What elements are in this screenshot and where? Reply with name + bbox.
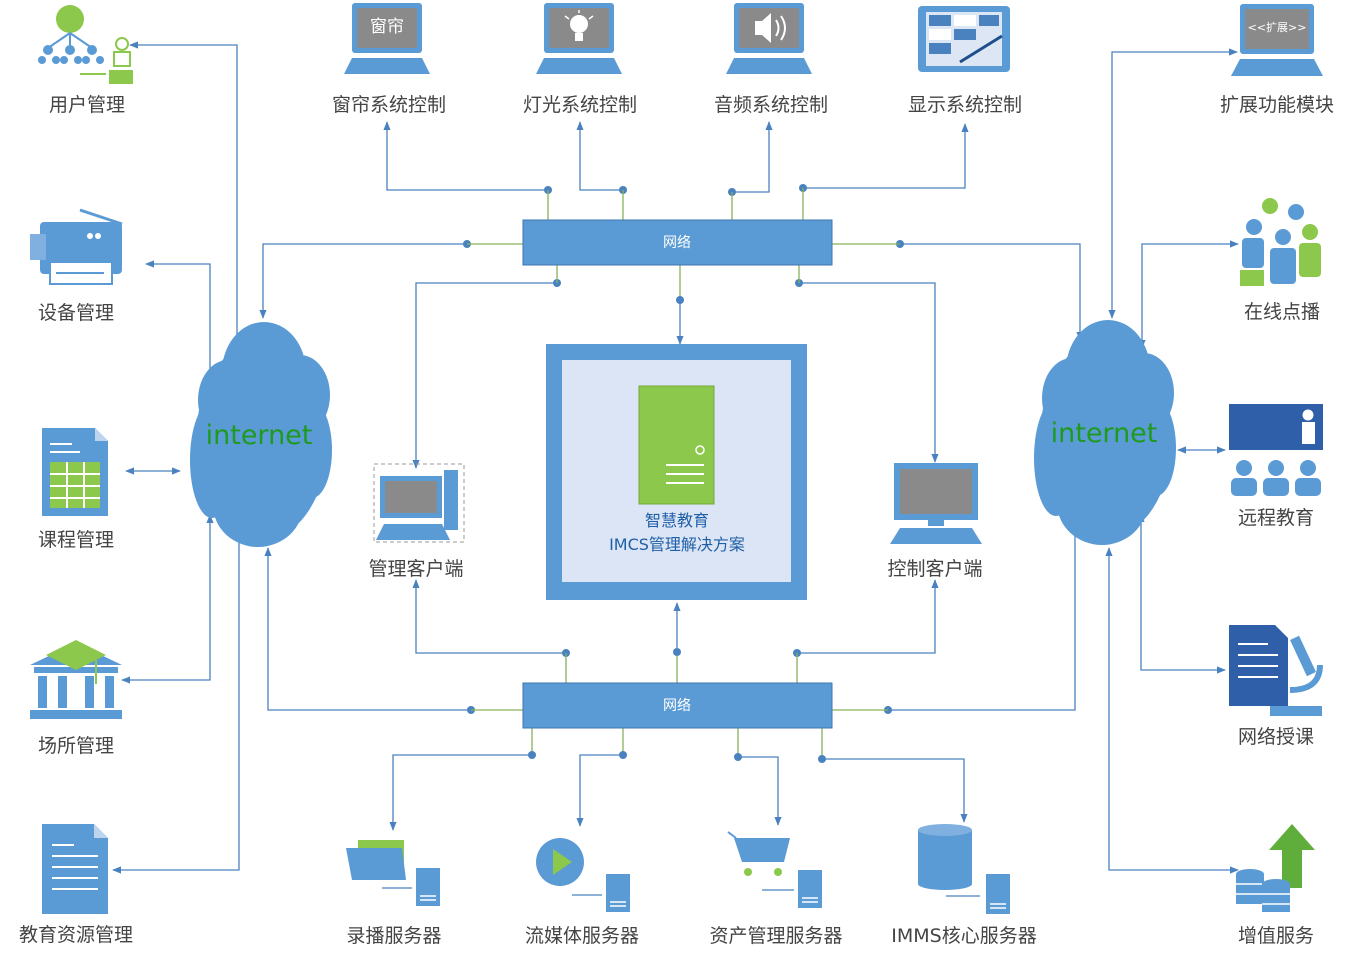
server-media: 流媒体服务器 bbox=[525, 838, 639, 947]
folder-server-icon bbox=[346, 840, 440, 906]
module-curtain: 窗帘 窗帘系统控制 bbox=[332, 3, 446, 116]
light-laptop-icon bbox=[536, 3, 622, 74]
module-label: 增值服务 bbox=[1238, 925, 1314, 947]
classroom-icon bbox=[1229, 404, 1323, 496]
module-label: 用户管理 bbox=[49, 94, 125, 116]
microscope-icon bbox=[1229, 625, 1323, 716]
server-label: IMMS核心服务器 bbox=[891, 925, 1036, 947]
module-label: 远程教育 bbox=[1238, 507, 1314, 529]
module-label: 网络授课 bbox=[1238, 726, 1314, 748]
module-online: 网络授课 bbox=[1229, 625, 1323, 748]
cloud-left-label: internet bbox=[206, 420, 313, 451]
institution-icon bbox=[30, 640, 122, 719]
people-group-icon bbox=[1240, 198, 1321, 286]
server-recording: 录播服务器 bbox=[346, 840, 442, 947]
expand-icon-text: <<扩展>> bbox=[1248, 20, 1307, 34]
fax-icon bbox=[30, 208, 123, 285]
core-title: 智慧教育 bbox=[645, 511, 709, 530]
module-label: 显示系统控制 bbox=[908, 94, 1022, 116]
server-asset: 资产管理服务器 bbox=[709, 831, 843, 947]
server-tower-icon bbox=[638, 385, 715, 505]
module-vod: 在线点播 bbox=[1240, 198, 1321, 323]
core-subtitle: IMCS管理解决方案 bbox=[609, 535, 745, 554]
speaker-laptop-icon bbox=[726, 3, 812, 74]
cloud-right: internet bbox=[1034, 320, 1176, 545]
module-label: 窗帘系统控制 bbox=[332, 94, 446, 116]
value-arrow-icon bbox=[1236, 824, 1315, 912]
module-label: 教育资源管理 bbox=[19, 924, 133, 946]
client-control: 控制客户端 bbox=[887, 463, 983, 580]
server-label: 资产管理服务器 bbox=[709, 925, 842, 947]
cloud-icon bbox=[1034, 320, 1176, 545]
display-tablet-icon bbox=[918, 6, 1010, 72]
module-display: 显示系统控制 bbox=[908, 6, 1022, 116]
module-remote: 远程教育 bbox=[1229, 404, 1323, 529]
module-course: 课程管理 bbox=[38, 428, 114, 551]
cloud-icon bbox=[190, 322, 332, 547]
control-computer-icon bbox=[890, 463, 982, 544]
module-label: 场所管理 bbox=[38, 735, 114, 757]
client-admin: 管理客户端 bbox=[368, 463, 465, 580]
document-icon bbox=[42, 824, 108, 914]
module-expand: <<扩展>> 扩展功能模块 bbox=[1220, 4, 1334, 116]
server-label: 流媒体服务器 bbox=[525, 925, 639, 947]
curtain-icon-text: 窗帘 bbox=[370, 17, 404, 37]
server-core: IMMS核心服务器 bbox=[891, 824, 1037, 947]
module-venue: 场所管理 bbox=[30, 640, 122, 757]
client-admin-label: 管理客户端 bbox=[368, 558, 463, 580]
cloud-left: internet bbox=[190, 322, 332, 547]
cloud-right-label: internet bbox=[1051, 418, 1158, 449]
spreadsheet-icon bbox=[42, 428, 108, 516]
media-server-icon bbox=[536, 838, 630, 912]
module-audio: 音频系统控制 bbox=[714, 3, 828, 116]
module-label: 扩展功能模块 bbox=[1220, 94, 1334, 116]
module-device: 设备管理 bbox=[30, 208, 123, 324]
client-control-label: 控制客户端 bbox=[887, 558, 982, 580]
network-bar-top: 网络 bbox=[522, 219, 833, 266]
module-value: 增值服务 bbox=[1236, 824, 1315, 947]
connector-lines bbox=[112, 41, 1239, 874]
admin-computer-icon bbox=[373, 463, 465, 543]
module-label: 设备管理 bbox=[38, 302, 114, 324]
core-panel: 智慧教育 IMCS管理解决方案 bbox=[546, 344, 807, 600]
network-bar-bottom: 网络 bbox=[522, 682, 833, 729]
network-bottom-label: 网络 bbox=[663, 698, 691, 714]
module-label: 课程管理 bbox=[38, 529, 114, 551]
module-resource: 教育资源管理 bbox=[19, 824, 133, 946]
expand-laptop-icon: <<扩展>> bbox=[1231, 4, 1323, 76]
module-label: 音频系统控制 bbox=[714, 94, 828, 116]
database-server-icon bbox=[918, 824, 1010, 914]
hierarchy-icon bbox=[38, 5, 133, 84]
module-user: 用户管理 bbox=[38, 5, 133, 116]
curtain-laptop-icon: 窗帘 bbox=[344, 3, 430, 74]
network-top-label: 网络 bbox=[663, 235, 691, 251]
cart-server-icon bbox=[727, 831, 822, 908]
server-label: 录播服务器 bbox=[346, 925, 441, 947]
module-label: 灯光系统控制 bbox=[523, 94, 637, 116]
module-light: 灯光系统控制 bbox=[523, 3, 637, 116]
module-label: 在线点播 bbox=[1244, 301, 1320, 323]
